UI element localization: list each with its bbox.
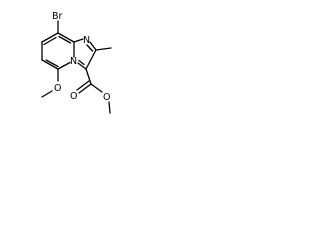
atom-label-o-ester: O (103, 92, 110, 103)
bond-c3-n4 (77, 62, 87, 70)
bond-c-o-ester (90, 83, 103, 93)
bond-c6-c5-inner (45, 59, 59, 68)
bond-c8a-c8-inner (58, 35, 72, 44)
bond-c8-c7 (41, 32, 59, 43)
bond-n1-c2-inner (86, 44, 94, 52)
bond-c2-methyl (95, 47, 112, 51)
atom-label-n-imidazole: N (83, 35, 90, 46)
atom-label-br: Br (52, 11, 63, 22)
bond-o-ester-ch3 (108, 101, 111, 114)
bond-c3-n4-inner (78, 59, 85, 66)
bond-c6-c5 (41, 59, 59, 70)
bond-c3-carbonyl-c (85, 68, 92, 85)
bond-c8a-c8 (57, 32, 75, 43)
bond-c5-n4 (57, 61, 71, 70)
atom-label-o-methoxy: O (54, 83, 61, 94)
bond-n1-c2 (89, 41, 97, 51)
bond-c2-c3 (85, 49, 97, 70)
bond-c8a-n1 (73, 38, 84, 43)
atom-label-n-bridgehead: N (70, 56, 77, 67)
bond-c-o-carbonyl (78, 83, 92, 94)
bond-c-o-carbonyl-second (76, 80, 90, 91)
bond-o-methoxy-ch3 (41, 90, 53, 98)
bond-c8-c7-inner (43, 36, 57, 46)
molecule-structure-diagram: Br N N O O O (41, 11, 112, 114)
atom-label-o-carbonyl: O (70, 91, 77, 102)
